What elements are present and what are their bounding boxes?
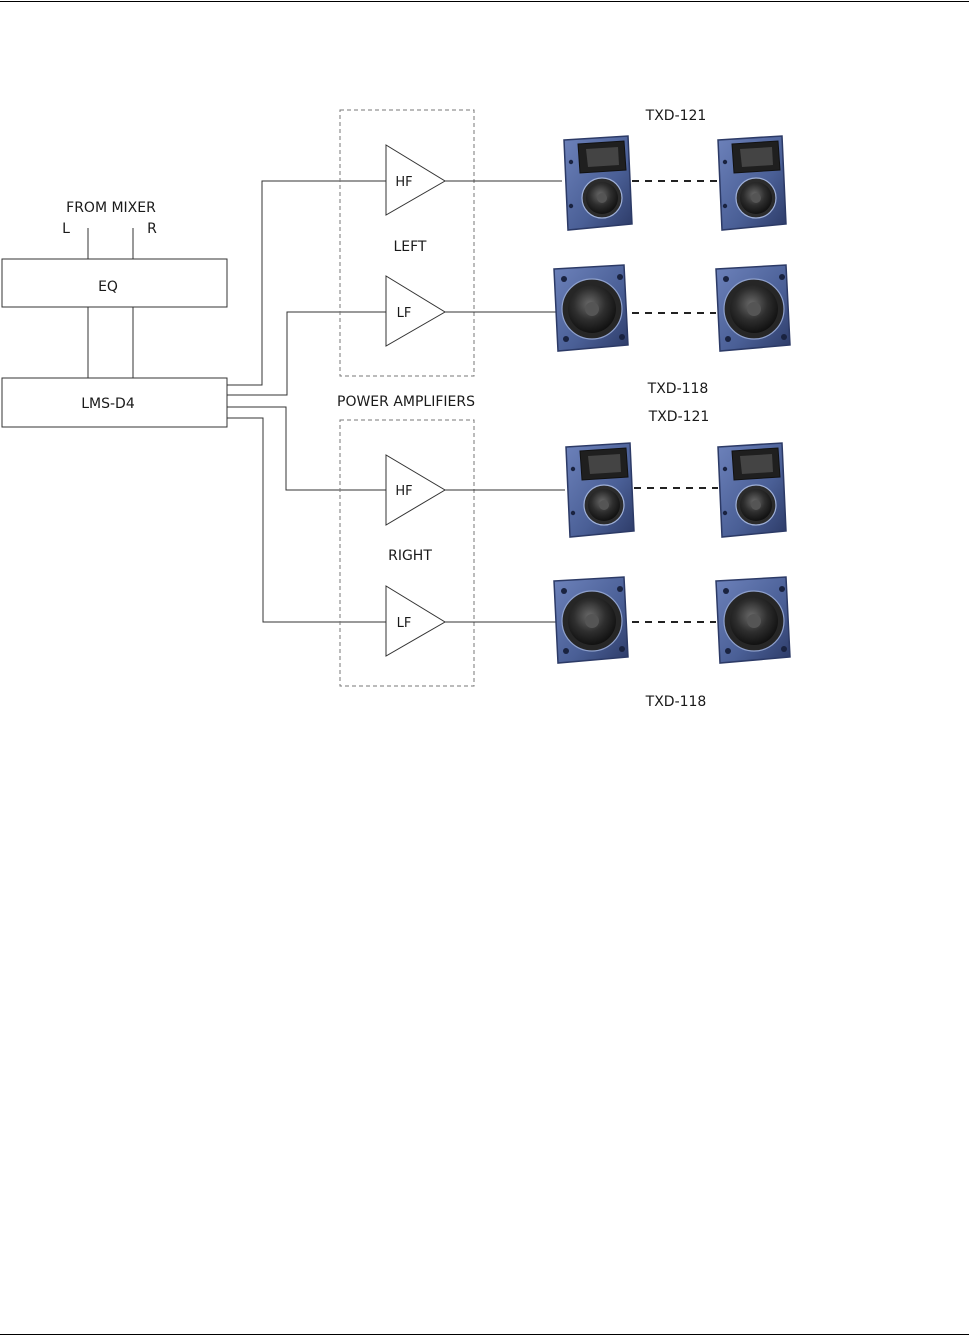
wire-right-lf: [227, 417, 386, 623]
mixer-left-label: L: [62, 221, 70, 237]
speaker-txd121-left-2: [717, 135, 787, 231]
speaker-txd121-left-1: [563, 135, 633, 231]
speaker-txd118-left-1: [553, 264, 629, 352]
power-amplifiers-title: POWER AMPLIFIERS: [337, 394, 475, 410]
speaker-txd121-right-1: [565, 442, 635, 538]
amp-right-lf-label: LF: [397, 616, 412, 631]
speaker-txd118-right-1: [553, 576, 629, 664]
amp-right-lf: LF: [385, 585, 446, 657]
label-left-txd121: TXD-121: [645, 108, 707, 124]
right-amp-group: [339, 419, 475, 687]
mixer-title: FROM MIXER: [66, 200, 156, 216]
speaker-txd118-right-2: [715, 576, 791, 664]
amp-left-lf-label: LF: [397, 306, 412, 321]
mixer-right-label: R: [147, 221, 157, 237]
amp-right-hf-label: HF: [395, 484, 412, 499]
amp-left-lf: LF: [385, 275, 446, 347]
wire-left-hf: [227, 180, 386, 386]
amp-left-hf: HF: [385, 144, 446, 216]
right-group-label: RIGHT: [388, 548, 432, 564]
eq-box: [1, 258, 228, 308]
speaker-txd118-left-2: [715, 264, 791, 352]
eq-label: EQ: [98, 279, 118, 295]
amp-right-hf: HF: [385, 454, 446, 526]
lms-d4-label: LMS-D4: [81, 396, 135, 412]
wire-left-lf: [227, 311, 386, 396]
label-right-txd121: TXD-121: [648, 409, 710, 425]
speaker-txd121-right-2: [717, 442, 787, 538]
amp-left-hf-label: HF: [395, 175, 412, 190]
wire-right-hf: [227, 406, 386, 491]
lms-d4-box: [1, 377, 228, 428]
left-group-label: LEFT: [393, 239, 426, 255]
left-amp-group: [339, 109, 475, 377]
label-left-txd118: TXD-118: [647, 381, 709, 397]
label-right-txd118: TXD-118: [645, 694, 707, 710]
